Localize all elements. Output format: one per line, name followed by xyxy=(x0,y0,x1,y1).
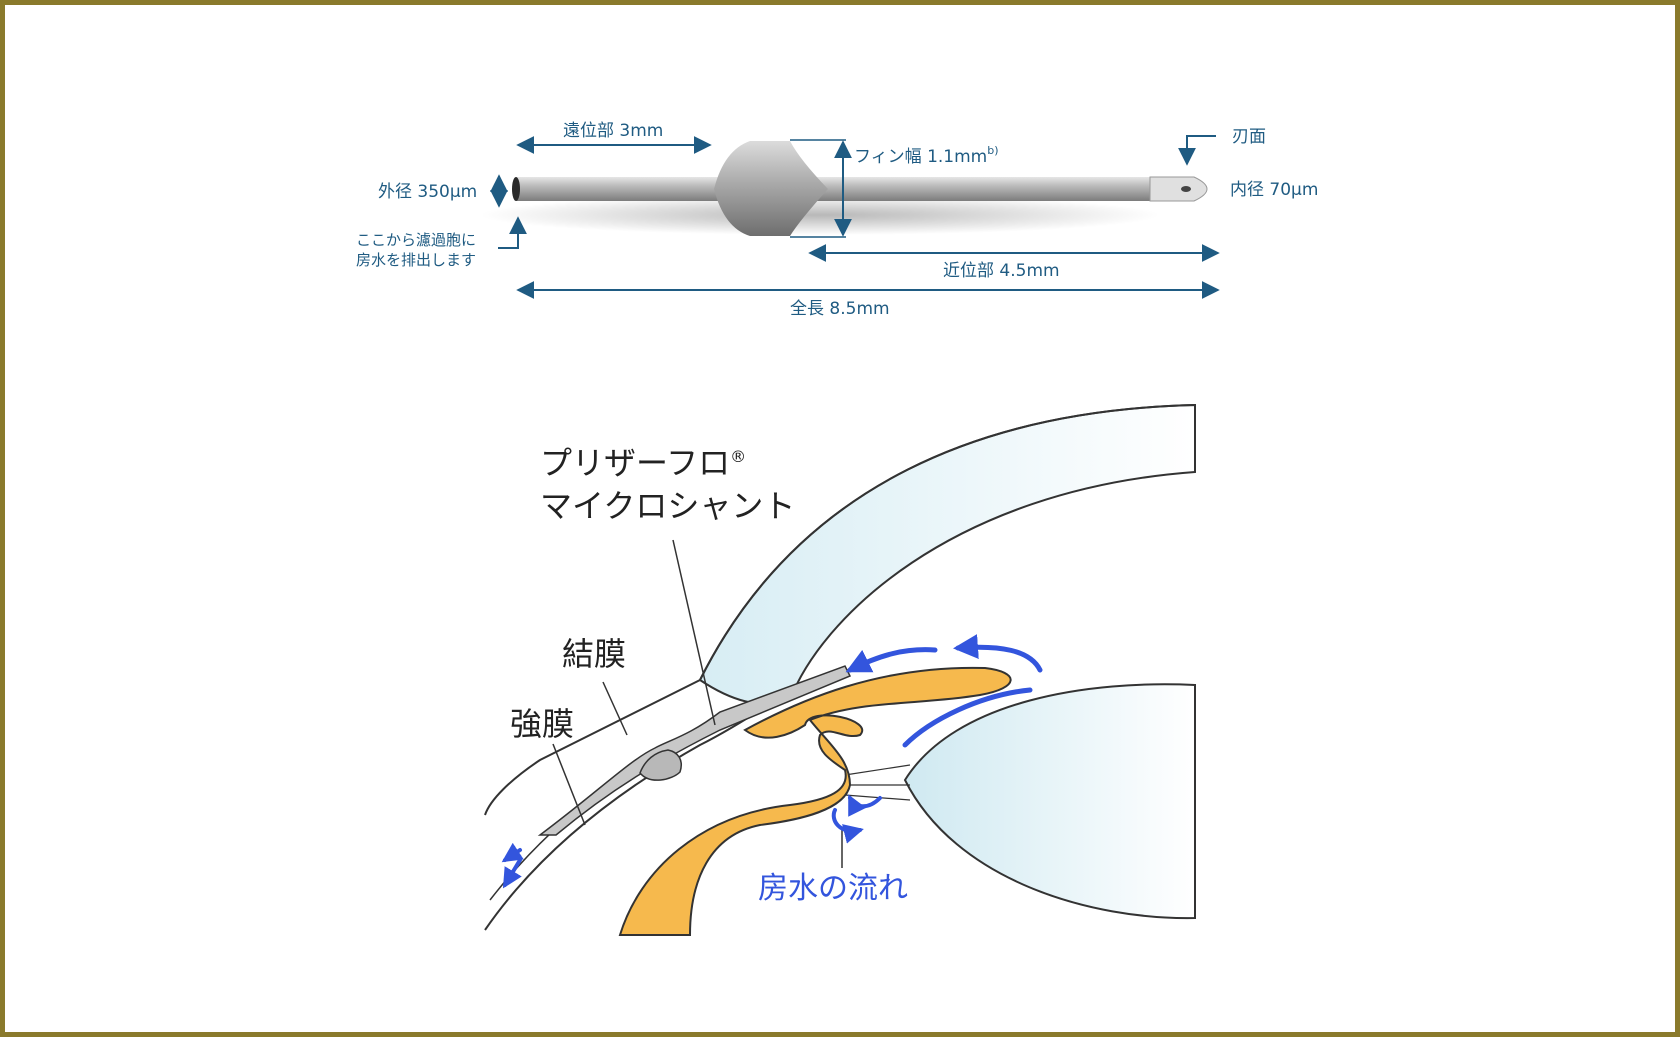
total-length-label: 全長 8.5mm xyxy=(790,299,890,319)
flow-arrow-exit-2 xyxy=(502,858,522,889)
outer-diameter-label: 外径 350µm xyxy=(378,182,477,202)
shunt-fin xyxy=(714,141,828,236)
fin-width-label: フィン幅 1.1mmb) xyxy=(854,144,999,167)
shunt-distal-opening xyxy=(512,177,520,201)
lens xyxy=(903,683,1196,920)
device-name-line2: マイクロシャント xyxy=(540,487,795,525)
drain-note-line1: ここから濾過胞に xyxy=(356,231,476,249)
device-name-line1: プリザーフロ® xyxy=(540,444,746,482)
zonule-1 xyxy=(844,764,911,776)
blade-face-pointer xyxy=(1178,135,1216,166)
cornea xyxy=(698,403,1196,705)
flow-arrow-exit-1 xyxy=(501,842,524,863)
shunt-fin-in-eye xyxy=(639,749,682,781)
conjunctiva-leader-line xyxy=(602,681,628,736)
shunt-tube xyxy=(514,177,1194,201)
drain-note-pointer xyxy=(498,216,527,249)
conjunctiva-label: 結膜 xyxy=(562,635,626,673)
flow-arrow-upper-1 xyxy=(845,647,938,673)
flow-arrow-lens xyxy=(902,687,1033,748)
shunt-shadow xyxy=(480,195,1160,235)
shunt-in-eye xyxy=(537,665,852,836)
proximal-label: 近位部 4.5mm xyxy=(943,261,1060,281)
iris-ciliary-body xyxy=(618,666,1012,936)
sclera-leader-line xyxy=(552,743,586,826)
aqueous-flow-label: 房水の流れ xyxy=(758,871,908,906)
blade-face-label: 刃面 xyxy=(1232,127,1266,147)
shunt-dimension-diagram: 遠位部 3mm フィン幅 1.1mmb) 刃面 外径 350µm 内径 70µm… xyxy=(356,121,1318,319)
sclera-label: 強膜 xyxy=(510,705,574,743)
flow-arrow-zonule-1 xyxy=(848,794,882,817)
inner-diameter-label: 内径 70µm xyxy=(1230,180,1318,200)
eye-cross-section: プリザーフロ® マイクロシャント 結膜 強膜 房水の流れ xyxy=(484,403,1196,936)
flow-arrow-upper-2 xyxy=(953,634,1043,673)
shunt-inner-lumen xyxy=(1181,186,1191,192)
drain-note-line2: 房水を排出します xyxy=(356,251,476,269)
flow-arrow-zonule-2 xyxy=(831,808,864,844)
shunt-bevel-tip xyxy=(1149,176,1208,202)
sclera-inner-line xyxy=(484,709,761,931)
distal-label: 遠位部 3mm xyxy=(563,121,663,141)
conjunctiva-outline xyxy=(484,404,1196,816)
device-leader-line xyxy=(672,539,716,726)
